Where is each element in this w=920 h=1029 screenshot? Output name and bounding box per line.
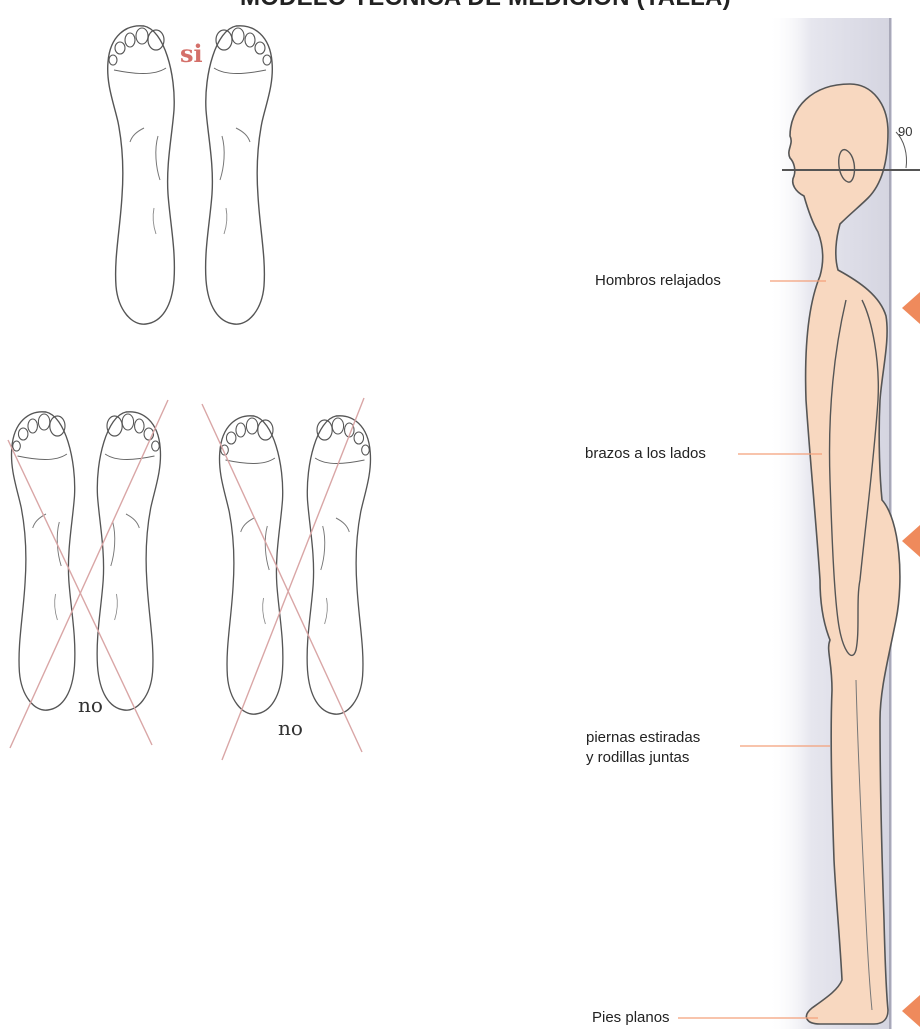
- contact-marker-head-back: [902, 292, 920, 324]
- feet-correct-label: si: [180, 44, 203, 64]
- feet-correct-illustration: [108, 26, 273, 324]
- feet-incorrect-illustration-2: [202, 398, 370, 760]
- label-legs-line1: piernas estiradas: [586, 728, 700, 748]
- contact-marker-buttocks: [902, 525, 920, 557]
- label-shoulders: Hombros relajados: [595, 271, 721, 291]
- feet-incorrect-label-1: no: [78, 695, 103, 715]
- label-feet: Pies planos: [592, 1008, 670, 1028]
- label-arms: brazos a los lados: [585, 444, 706, 464]
- contact-marker-heels: [902, 995, 920, 1027]
- angle-label: 90: [898, 124, 912, 139]
- label-legs-line2: y rodillas juntas: [586, 748, 689, 768]
- feet-incorrect-label-2: no: [278, 718, 303, 738]
